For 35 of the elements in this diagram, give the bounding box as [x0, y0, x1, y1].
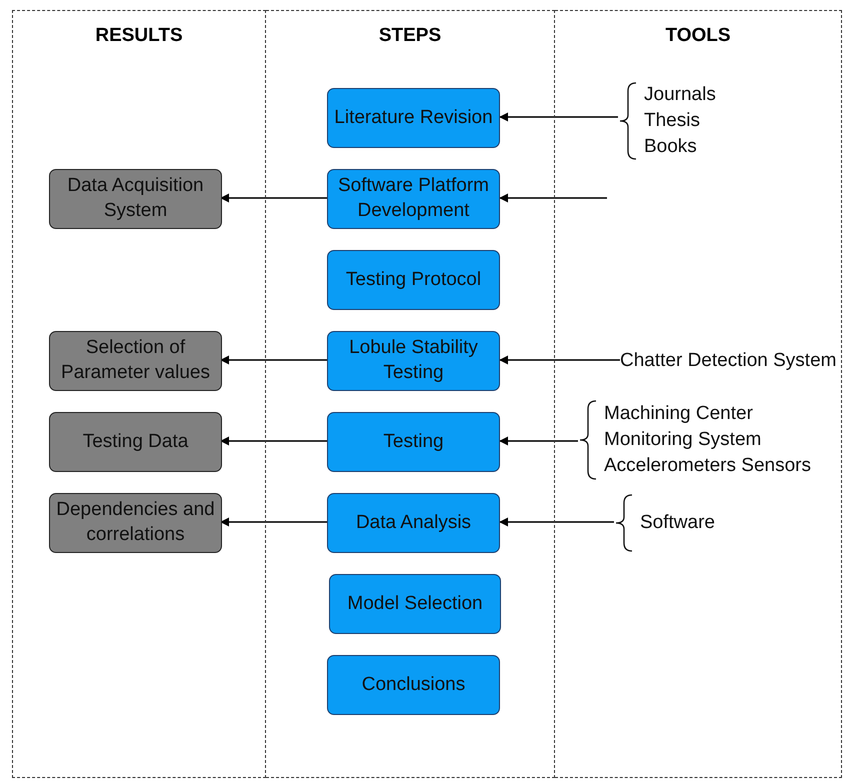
result-box: Dependencies and correlations — [49, 493, 222, 553]
arrow — [220, 518, 327, 526]
arrow — [499, 436, 578, 446]
step-box: Testing Protocol — [327, 250, 500, 310]
arrow — [220, 194, 327, 202]
arrow — [499, 194, 607, 202]
step-box: Lobule Stability Testing — [327, 331, 500, 391]
arrow — [499, 112, 618, 122]
arrow — [499, 356, 620, 364]
step-box: Conclusions — [327, 655, 500, 715]
step-box: Data Analysis — [327, 493, 500, 553]
tool-label: Chatter Detection System — [620, 349, 836, 373]
arrow — [220, 436, 327, 446]
tool-label: Journals — [644, 83, 716, 107]
step-box: Model Selection — [329, 574, 501, 634]
result-box: Selection of Parameter values — [49, 331, 222, 391]
column-band — [12, 10, 266, 778]
step-box: Software Platform Development — [327, 169, 500, 229]
tool-label: Accelerometers Sensors — [604, 454, 811, 478]
arrow — [220, 356, 327, 364]
column-band — [266, 10, 555, 778]
arrow — [499, 518, 614, 526]
step-box: Literature Revision — [327, 88, 500, 148]
tool-label: Monitoring System — [604, 428, 762, 452]
result-box: Data Acquisition System — [49, 169, 222, 229]
tool-label: Software — [640, 511, 715, 535]
tool-label: Books — [644, 135, 698, 159]
column-heading: STEPS — [378, 25, 442, 47]
column-band — [555, 10, 842, 778]
column-heading: RESULTS — [94, 25, 184, 47]
result-box: Testing Data — [49, 412, 222, 472]
tool-label: Machining Center — [604, 402, 754, 426]
tool-label: Thesis — [644, 109, 701, 133]
step-box: Testing — [327, 412, 500, 472]
column-heading: TOOLS — [664, 25, 732, 47]
